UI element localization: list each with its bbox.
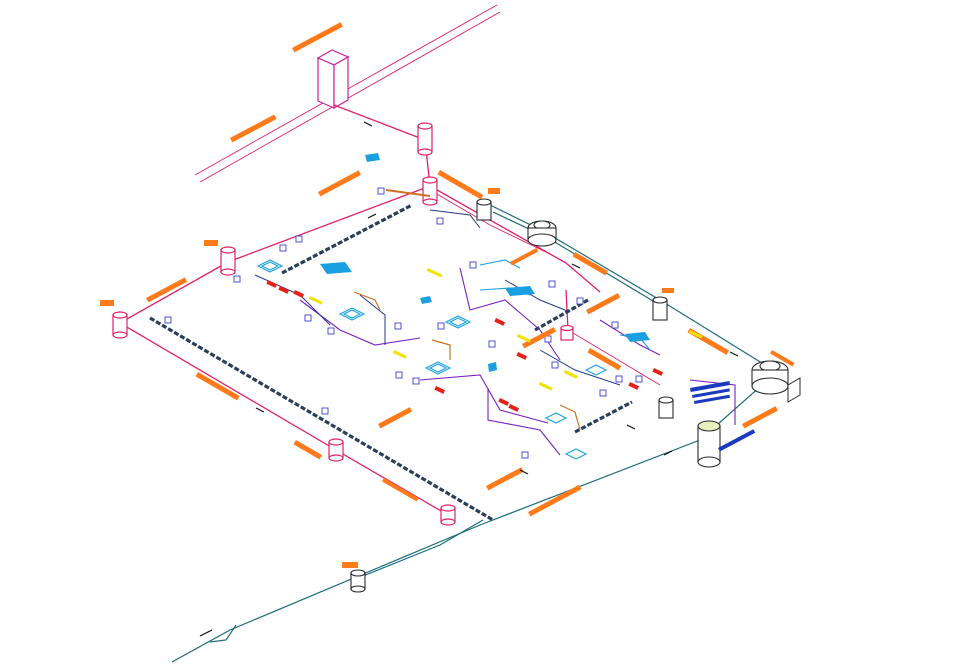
floor-drain-icon: [304, 314, 312, 322]
floor-drain-icon: [611, 321, 619, 329]
fixture-highlights: [308, 268, 703, 391]
manhole-icon: [220, 246, 236, 276]
soak-pit-icon: [697, 420, 721, 468]
floor-drain-icon: [164, 316, 172, 324]
manhole-icon: [328, 438, 344, 462]
fixtures: [256, 259, 651, 460]
manhole-icon: [658, 396, 674, 419]
floor-drain-icon: [436, 217, 444, 225]
floor-drain-icon: [544, 335, 552, 343]
floor-drain-icon: [521, 451, 529, 459]
drain-network: [119, 104, 661, 516]
stub-connections: [353, 189, 581, 431]
floor-drain-icon: [395, 371, 403, 379]
septic-tank-icon: [527, 220, 557, 247]
flow-arrow-icon: [278, 285, 290, 294]
flow-markers: [266, 280, 664, 412]
floor-drain-icon: [548, 280, 556, 288]
septic-tank-icon: [751, 360, 801, 403]
wash-basin-icon: [584, 364, 608, 376]
flow-arrow-icon: [652, 367, 664, 376]
floor-drain-icon: [615, 375, 623, 383]
flow-arrow-icon: [628, 382, 640, 390]
manhole-icon: [560, 324, 574, 341]
floor-drain-icon: [488, 340, 496, 348]
floor-drain-icon: [327, 327, 335, 335]
floor-drain-icon: [469, 261, 477, 269]
wash-basin-icon: [424, 361, 452, 375]
flow-arrow-icon: [498, 398, 510, 406]
floor-drain-icon: [295, 235, 303, 243]
inspection-chambers: [112, 122, 674, 593]
flow-arrow-icon: [494, 317, 506, 326]
flow-arrow-icon: [293, 290, 305, 298]
manhole-icon: [417, 122, 433, 156]
floor-drain-icon: [321, 407, 329, 415]
section-ticks: [199, 121, 739, 637]
water-main: [171, 204, 771, 663]
flow-arrow-icon: [434, 386, 446, 394]
wash-basin-icon: [256, 259, 284, 273]
sewer-connection-box: [316, 49, 350, 110]
floor-drain-icon: [412, 377, 420, 385]
manhole-icon: [112, 311, 128, 339]
floor-drains: [164, 187, 643, 459]
wash-basin-icon: [338, 307, 366, 321]
manhole-icon: [440, 504, 456, 526]
legend-note: [690, 381, 756, 452]
floor-drain-icon: [377, 187, 385, 195]
manhole-icon: [652, 296, 668, 321]
floor-drain-icon: [233, 275, 241, 283]
floor-drain-icon: [576, 297, 584, 305]
floor-drain-icon: [279, 244, 287, 252]
floor-drain-icon: [551, 361, 559, 369]
floor-drain-icon: [599, 389, 607, 397]
floor-drain-icon: [394, 322, 402, 330]
fixture-bars: [320, 153, 650, 372]
wash-basin-icon: [564, 448, 588, 460]
manhole-icon: [476, 198, 492, 221]
wash-basin-icon: [444, 315, 472, 329]
storm-lines: [149, 203, 633, 522]
flow-arrow-icon: [508, 404, 520, 412]
manhole-icon: [350, 569, 366, 593]
pipe-labels: [100, 22, 795, 568]
wash-basin-icon: [544, 412, 568, 424]
floor-drain-icon: [437, 322, 445, 330]
flow-arrow-icon: [266, 280, 278, 288]
floor-drain-icon: [635, 375, 643, 383]
manhole-icon: [422, 176, 438, 206]
flow-arrow-icon: [516, 352, 528, 360]
